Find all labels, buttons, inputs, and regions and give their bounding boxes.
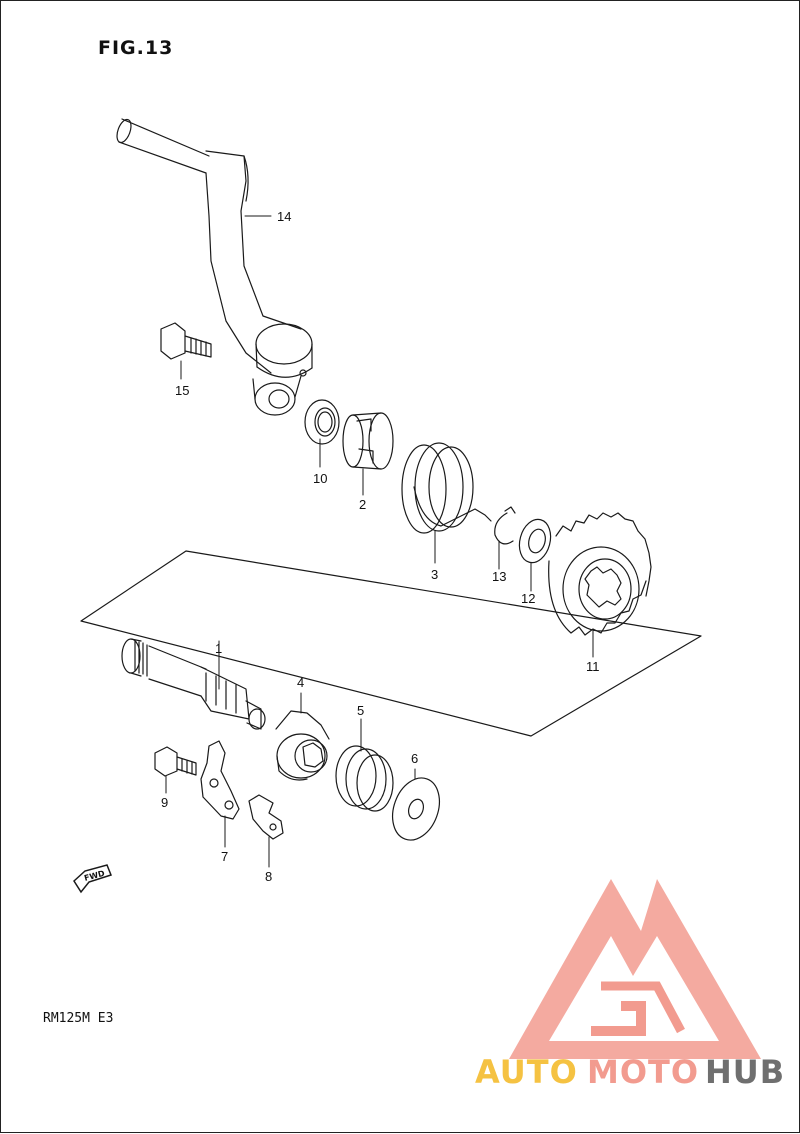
callout-15: 15 (175, 383, 189, 398)
shaft-drawing (121, 638, 266, 730)
kick-lever-drawing (116, 118, 313, 416)
model-code: RM125M E3 (43, 1011, 114, 1026)
callout-12: 12 (521, 591, 535, 606)
callout-3: 3 (431, 567, 438, 582)
idle-gear-drawing (548, 512, 652, 636)
assembly-plane (80, 550, 702, 737)
stopper-guide-drawing (248, 794, 284, 840)
watermark-moto: MOTO (587, 1053, 699, 1091)
callout-7: 7 (221, 849, 228, 864)
callout-14: 14 (277, 209, 291, 224)
figure-title: FIG.13 (98, 37, 174, 59)
bolt-15-drawing (160, 322, 212, 360)
spring-5-drawing (335, 745, 394, 812)
callout-11: 11 (586, 659, 600, 674)
guide-drawing (342, 412, 394, 470)
callout-5: 5 (357, 703, 364, 718)
return-spring-drawing (401, 442, 492, 534)
washer-12-drawing (518, 518, 552, 564)
watermark-logo (509, 879, 761, 1059)
callout-13: 13 (492, 569, 506, 584)
washer-6-drawing (392, 777, 440, 841)
callout-6: 6 (411, 751, 418, 766)
watermark-hub: HUB (705, 1053, 785, 1091)
drive-gear-drawing (275, 710, 330, 781)
callout-labels: 14 15 10 2 3 13 12 11 1 4 5 6 9 7 8 (161, 209, 600, 884)
leader-lines (165, 215, 594, 868)
bolt-9-drawing (154, 746, 197, 777)
watermark-auto: AUTO (475, 1053, 578, 1091)
stopper-plate-drawing (200, 740, 240, 820)
watermark-text: AUTO MOTO HUB (475, 1053, 785, 1091)
callout-1: 1 (215, 641, 222, 656)
fwd-arrow: FWD (73, 864, 112, 894)
circlip-drawing (494, 506, 516, 545)
callout-9: 9 (161, 795, 168, 810)
callout-2: 2 (359, 497, 366, 512)
callout-10: 10 (313, 471, 327, 486)
oil-seal-drawing (304, 399, 340, 445)
callout-8: 8 (265, 869, 272, 884)
callout-4: 4 (297, 675, 304, 690)
